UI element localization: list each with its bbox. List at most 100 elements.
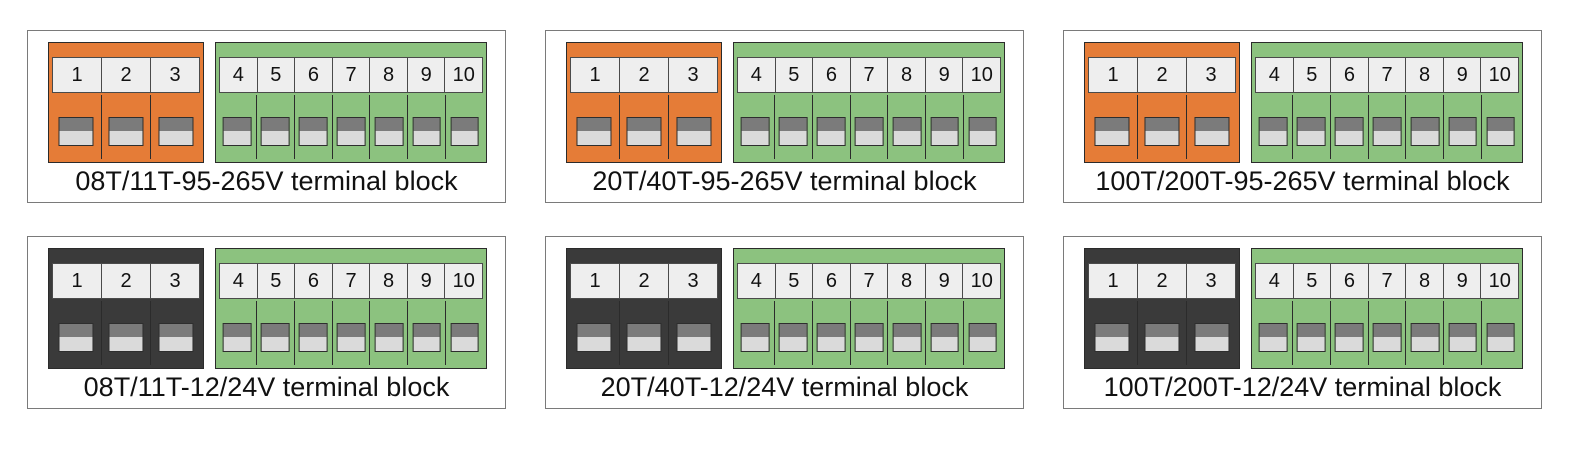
terminal-number: 7 <box>849 264 888 298</box>
panel-caption: 08T/11T-95-265V terminal block <box>75 166 458 196</box>
terminal-slot <box>618 95 669 159</box>
screw-clamp-icon <box>626 323 662 352</box>
terminal-number: 1 <box>571 264 619 298</box>
terminal-number: 4 <box>738 264 775 298</box>
screw-clamp-icon <box>1296 323 1326 352</box>
terminal-slot <box>925 95 963 159</box>
panel-caption: 20T/40T-95-265V terminal block <box>592 166 977 196</box>
screw-clamp-icon <box>374 117 404 146</box>
screw-clamp-icon <box>816 117 846 146</box>
screw-clamp-icon <box>450 323 479 352</box>
terminal-slot <box>570 301 619 365</box>
terminal-slot <box>963 95 1001 159</box>
terminal-number: 2 <box>1137 264 1186 298</box>
terminal-slot <box>1481 95 1519 159</box>
terminal-slot-row <box>570 301 718 365</box>
terminal-number: 7 <box>1367 58 1406 92</box>
screw-clamp-icon <box>741 117 770 146</box>
screw-clamp-icon <box>223 117 252 146</box>
terminal-number: 10 <box>1480 264 1519 298</box>
terminal-number: 7 <box>331 58 370 92</box>
terminal-slot <box>1088 301 1137 365</box>
terminal-slot-row <box>737 301 1001 365</box>
screw-clamp-icon <box>260 323 290 352</box>
terminal-slot-row <box>570 95 718 159</box>
terminal-slot <box>618 301 669 365</box>
terminal-number: 8 <box>1405 264 1443 298</box>
terminal-slot <box>1405 95 1443 159</box>
panel-caption: 20T/40T-12/24V terminal block <box>600 372 969 402</box>
terminal-slot <box>737 95 774 159</box>
terminal-number: 9 <box>924 58 963 92</box>
terminal-slot <box>887 95 925 159</box>
terminal-number: 6 <box>812 264 850 298</box>
terminal-number: 2 <box>619 264 668 298</box>
screw-clamp-icon <box>968 323 997 352</box>
screw-clamp-icon <box>1094 323 1130 352</box>
terminal-slot <box>668 301 718 365</box>
terminal-number: 9 <box>1442 264 1481 298</box>
screw-clamp-icon <box>374 323 404 352</box>
terminal-number: 1 <box>53 58 101 92</box>
screw-clamp-icon <box>1334 323 1364 352</box>
terminal-number: 5 <box>774 264 813 298</box>
screw-clamp-icon <box>1410 323 1440 352</box>
terminal-number: 6 <box>812 58 850 92</box>
screw-clamp-icon <box>930 117 960 146</box>
screw-clamp-icon <box>1094 117 1130 146</box>
terminal-slot <box>849 301 888 365</box>
terminal-number: 10 <box>962 58 1001 92</box>
terminal-number: 6 <box>294 58 332 92</box>
terminal-slot <box>1136 95 1187 159</box>
screw-clamp-icon <box>1194 117 1230 146</box>
terminal-slot <box>963 301 1001 365</box>
terminal-number: 3 <box>150 58 199 92</box>
terminal-number: 2 <box>101 264 150 298</box>
terminal-slot <box>811 301 850 365</box>
terminal-slot <box>668 95 718 159</box>
terminal-slot <box>293 95 332 159</box>
screw-clamp-icon <box>892 117 922 146</box>
screw-clamp-icon <box>854 117 884 146</box>
terminal-slot <box>369 301 407 365</box>
terminal-number: 7 <box>1367 264 1406 298</box>
screw-clamp-icon <box>741 323 770 352</box>
terminal-slot-row <box>219 301 483 365</box>
terminal-number: 2 <box>101 58 150 92</box>
screw-clamp-icon <box>298 117 328 146</box>
screw-clamp-icon <box>778 323 808 352</box>
terminal-slot <box>52 95 101 159</box>
terminal-slot <box>1088 95 1137 159</box>
terminal-number: 9 <box>406 264 445 298</box>
terminal-slot <box>407 95 445 159</box>
screw-clamp-icon <box>158 323 194 352</box>
terminal-number: 3 <box>1186 58 1235 92</box>
terminal-number: 2 <box>1137 58 1186 92</box>
screw-clamp-icon <box>676 117 712 146</box>
terminal-number: 5 <box>256 58 295 92</box>
terminal-slot <box>219 95 256 159</box>
terminal-number: 10 <box>444 264 483 298</box>
terminal-number: 10 <box>962 264 1001 298</box>
terminal-slot <box>737 301 774 365</box>
terminal-slot <box>1405 301 1443 365</box>
terminal-slot <box>1186 301 1236 365</box>
terminal-number: 3 <box>668 264 717 298</box>
terminal-number: 5 <box>1292 58 1331 92</box>
